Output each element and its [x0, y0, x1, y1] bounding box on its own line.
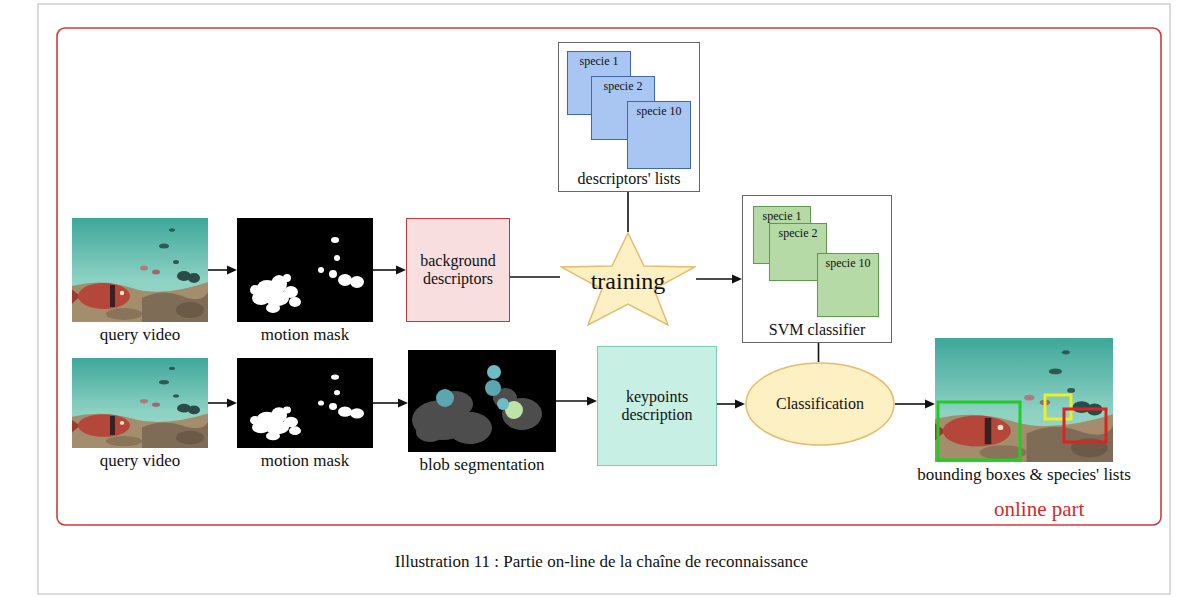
image-caption: blob segmentation: [419, 455, 544, 475]
process-ellipse: Classification: [745, 362, 895, 446]
video-frame: [70, 218, 208, 448]
image-caption: query video: [100, 451, 181, 471]
image-caption: motion mask: [261, 451, 349, 471]
page-frame: [38, 4, 1170, 594]
node-label: specie 2: [595, 80, 651, 93]
node-label: SVM classifier: [769, 321, 865, 339]
result-frame: bounding boxes & species' lists: [935, 338, 1113, 462]
image-caption: bounding boxes & species' lists: [917, 465, 1131, 485]
section-label: online part: [994, 497, 1084, 522]
node-label: keypoints description: [604, 388, 710, 425]
connector-arrow: [373, 266, 406, 275]
connector-arrow: [818, 343, 819, 362]
motion-mask: [237, 218, 373, 448]
node-label: specie 10: [631, 105, 687, 118]
figure-caption: Illustration 11 : Partie on-line de la c…: [0, 552, 1203, 572]
node-label: specie 1: [571, 55, 627, 68]
detection-result: [932, 338, 1113, 462]
training-star: training: [560, 232, 696, 326]
process-box: background descriptors: [406, 218, 510, 322]
image-caption: query video: [100, 325, 181, 345]
node-label: background descriptors: [413, 252, 503, 289]
descriptor-card: specie 10: [627, 101, 691, 169]
node-label: specie 2: [773, 227, 823, 240]
video-frame: query video: [72, 218, 208, 322]
classifier-panel: SVM classifier specie 1 specie 2 specie 10: [742, 195, 892, 343]
connector-arrow: [556, 397, 597, 406]
classifier-card: specie 10: [817, 253, 879, 317]
connector-arrow: [895, 400, 935, 409]
connector-arrow: [510, 277, 560, 278]
connector-arrow: [717, 400, 745, 409]
blob-segmentation: [408, 350, 556, 452]
node-label: descriptors' lists: [578, 170, 681, 188]
video-frame: query video: [72, 358, 208, 448]
online-frame: [57, 28, 1161, 525]
connector-arrow: [208, 399, 237, 408]
node-label: Classification: [776, 395, 864, 413]
list-panel: descriptors' lists specie 1 specie 2 specie…: [558, 42, 700, 192]
node-label: training: [591, 268, 666, 296]
image-caption: motion mask: [261, 325, 349, 345]
node-label: specie 1: [757, 210, 807, 223]
segmentation-frame: blob segmentation: [408, 350, 556, 452]
motion-mask: motion mask: [237, 218, 373, 322]
connector-arrow: [628, 192, 629, 232]
connector-arrow: [208, 266, 237, 275]
connector-arrow: [373, 399, 408, 408]
process-box: keypoints description: [597, 346, 717, 466]
node-label: specie 10: [821, 257, 875, 270]
connector-arrow: [696, 275, 742, 284]
motion-mask: motion mask: [237, 358, 373, 448]
